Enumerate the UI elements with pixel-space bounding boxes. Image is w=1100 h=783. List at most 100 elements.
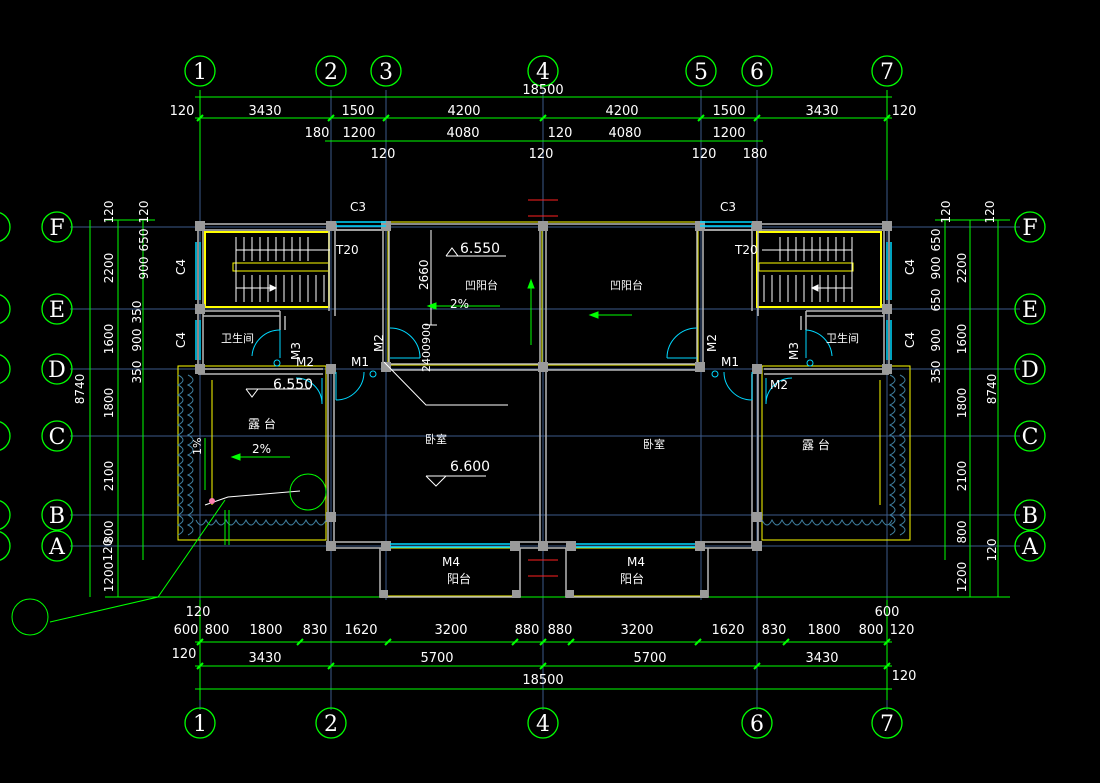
dim-bottom-row1: 830 <box>303 623 328 638</box>
dim-bottom-end: 120 <box>892 669 917 684</box>
axis-bubble-edge-F <box>0 212 11 242</box>
level-bedroom-label: 6.600 <box>450 459 490 475</box>
dim-top-row2: 4080 <box>608 126 641 141</box>
dim-right-inner: 350 <box>929 361 943 384</box>
slope-terrace-label: 2% <box>252 442 271 456</box>
leader-lines-green <box>11 473 327 636</box>
dim-right-inner: 120 <box>983 201 997 224</box>
axis-bubble-edge-D <box>0 354 11 384</box>
stair-t20-left-label: T20 <box>335 243 359 257</box>
dim-left-total: 8740 <box>73 374 87 405</box>
axis-letter-left-B: B <box>49 504 65 529</box>
axis-letter-right-D: D <box>1021 358 1039 383</box>
dim-bottom-row2: 5700 <box>420 651 453 666</box>
window-c4-left-top-label: C4 <box>174 259 188 275</box>
dim-top-row3: 120 <box>371 147 396 162</box>
axis-bubble-edge-A <box>0 531 11 561</box>
dim-bottom-row1: 600 <box>875 605 900 620</box>
dim-top-row2: 1200 <box>342 126 375 141</box>
dim-top-row2: 180 <box>305 126 330 141</box>
dim-left-outer: 800 <box>102 521 116 544</box>
dim-bottom-row2: 3430 <box>805 651 838 666</box>
dim-bottom-row2: 3430 <box>248 651 281 666</box>
axis-number-bottom-6: 6 <box>750 712 764 737</box>
dim-top-row1: 120 <box>892 104 917 119</box>
axis-bubble-top-5 <box>685 55 717 87</box>
axis-letter-left-E: E <box>49 298 65 323</box>
window-c4-right-bottom-label: C4 <box>903 332 917 348</box>
dim-left-inner: 120 <box>137 201 151 224</box>
dim-right-outer: 2200 <box>955 253 969 284</box>
axis-number-bottom-4: 4 <box>536 712 550 737</box>
dim-top-row1: 1500 <box>341 104 374 119</box>
axis-bubble-left-B <box>41 499 73 531</box>
dim-bottom-row1: 120 <box>890 623 915 638</box>
dim-bottom-row1: 3200 <box>434 623 467 638</box>
dim-top-row2: 120 <box>548 126 573 141</box>
dim-top-row1: 4200 <box>605 104 638 119</box>
window-c3-right-label: C3 <box>720 200 736 214</box>
room-bedroom-right: 卧室 <box>643 437 665 451</box>
dim-right-inner: 900 <box>929 329 943 352</box>
door-swings <box>251 327 833 405</box>
room-labels: C3 C3 C4 C4 C4 C4 T20 T20 6.550 6.550 6.… <box>174 200 917 586</box>
axis-number-top-5: 5 <box>694 60 708 85</box>
dim-left-outer: 1600 <box>102 324 116 355</box>
dim-bottom-row1: 3200 <box>620 623 653 638</box>
door-m2-left-a-label: M2 <box>296 355 314 369</box>
door-m4-right-label: M4 <box>627 555 645 569</box>
dim-top-row2: 4080 <box>446 126 479 141</box>
room-terrace-right: 露 台 <box>802 437 830 452</box>
dim-bottom-row1: 120 <box>186 605 211 620</box>
axis-bubble-right-C <box>1014 420 1046 452</box>
dim-top-row1: 120 <box>170 104 195 119</box>
dim-bottom-row2: 5700 <box>633 651 666 666</box>
dim-bottom-row1: 1800 <box>249 623 282 638</box>
dim-bottom-row1: 1620 <box>711 623 744 638</box>
door-m1-left-label: M1 <box>351 355 369 369</box>
axis-bubble-top-1 <box>184 55 216 87</box>
window-c3-left-label: C3 <box>350 200 366 214</box>
dim-right-end: 120 <box>985 539 999 562</box>
dimension-ticks <box>196 114 891 670</box>
axis-bubble-edge-B <box>0 500 11 530</box>
dim-right-total: 8740 <box>985 374 999 405</box>
dim-bottom-row1: 880 <box>515 623 540 638</box>
axis-bubble-top-3 <box>370 55 402 87</box>
dim-left-inner: 900 <box>130 329 144 352</box>
axis-bubble-left-A <box>41 530 73 562</box>
level-loggia-label: 6.550 <box>460 241 500 257</box>
room-loggia-left: 凹阳台 <box>465 278 498 292</box>
axis-number-top-4: 4 <box>536 60 550 85</box>
dim-top-row2: 1200 <box>712 126 745 141</box>
axis-number-top-2: 2 <box>324 60 338 85</box>
axis-letter-right-A: A <box>1021 535 1039 560</box>
axis-bubble-edge-C <box>0 421 11 451</box>
stair-arrows <box>235 249 853 292</box>
door-m2-right-b-label: M2 <box>705 334 719 352</box>
axis-bubble-right-F <box>1014 211 1046 243</box>
axis-bubble-bottom-7 <box>871 707 903 739</box>
door-m3-left-label: M3 <box>289 342 303 360</box>
dim-right-inner: 650 <box>929 229 943 252</box>
dim-left-end: 120 <box>101 539 115 562</box>
level-markers <box>245 247 506 487</box>
pink-marker <box>209 498 215 504</box>
dim-top-row3: 120 <box>529 147 554 162</box>
dim-right-inner: 650 <box>929 289 943 312</box>
dim-top-row3: 120 <box>692 147 717 162</box>
door-m4-left-label: M4 <box>442 555 460 569</box>
door-m3-right-label: M3 <box>787 342 801 360</box>
dim-right-outer: 2100 <box>955 461 969 492</box>
dim-top-row1: 3430 <box>248 104 281 119</box>
dim-left-outer: 1200 <box>102 562 116 593</box>
windows <box>195 221 892 548</box>
door-m1-right-label: M1 <box>721 355 739 369</box>
dim-bottom-row1: 1800 <box>807 623 840 638</box>
dim-bottom-row1: 880 <box>548 623 573 638</box>
axis-number-bottom-2: 2 <box>324 712 338 737</box>
axis-bubble-left-F <box>41 211 73 243</box>
axis-number-top-6: 6 <box>750 60 764 85</box>
